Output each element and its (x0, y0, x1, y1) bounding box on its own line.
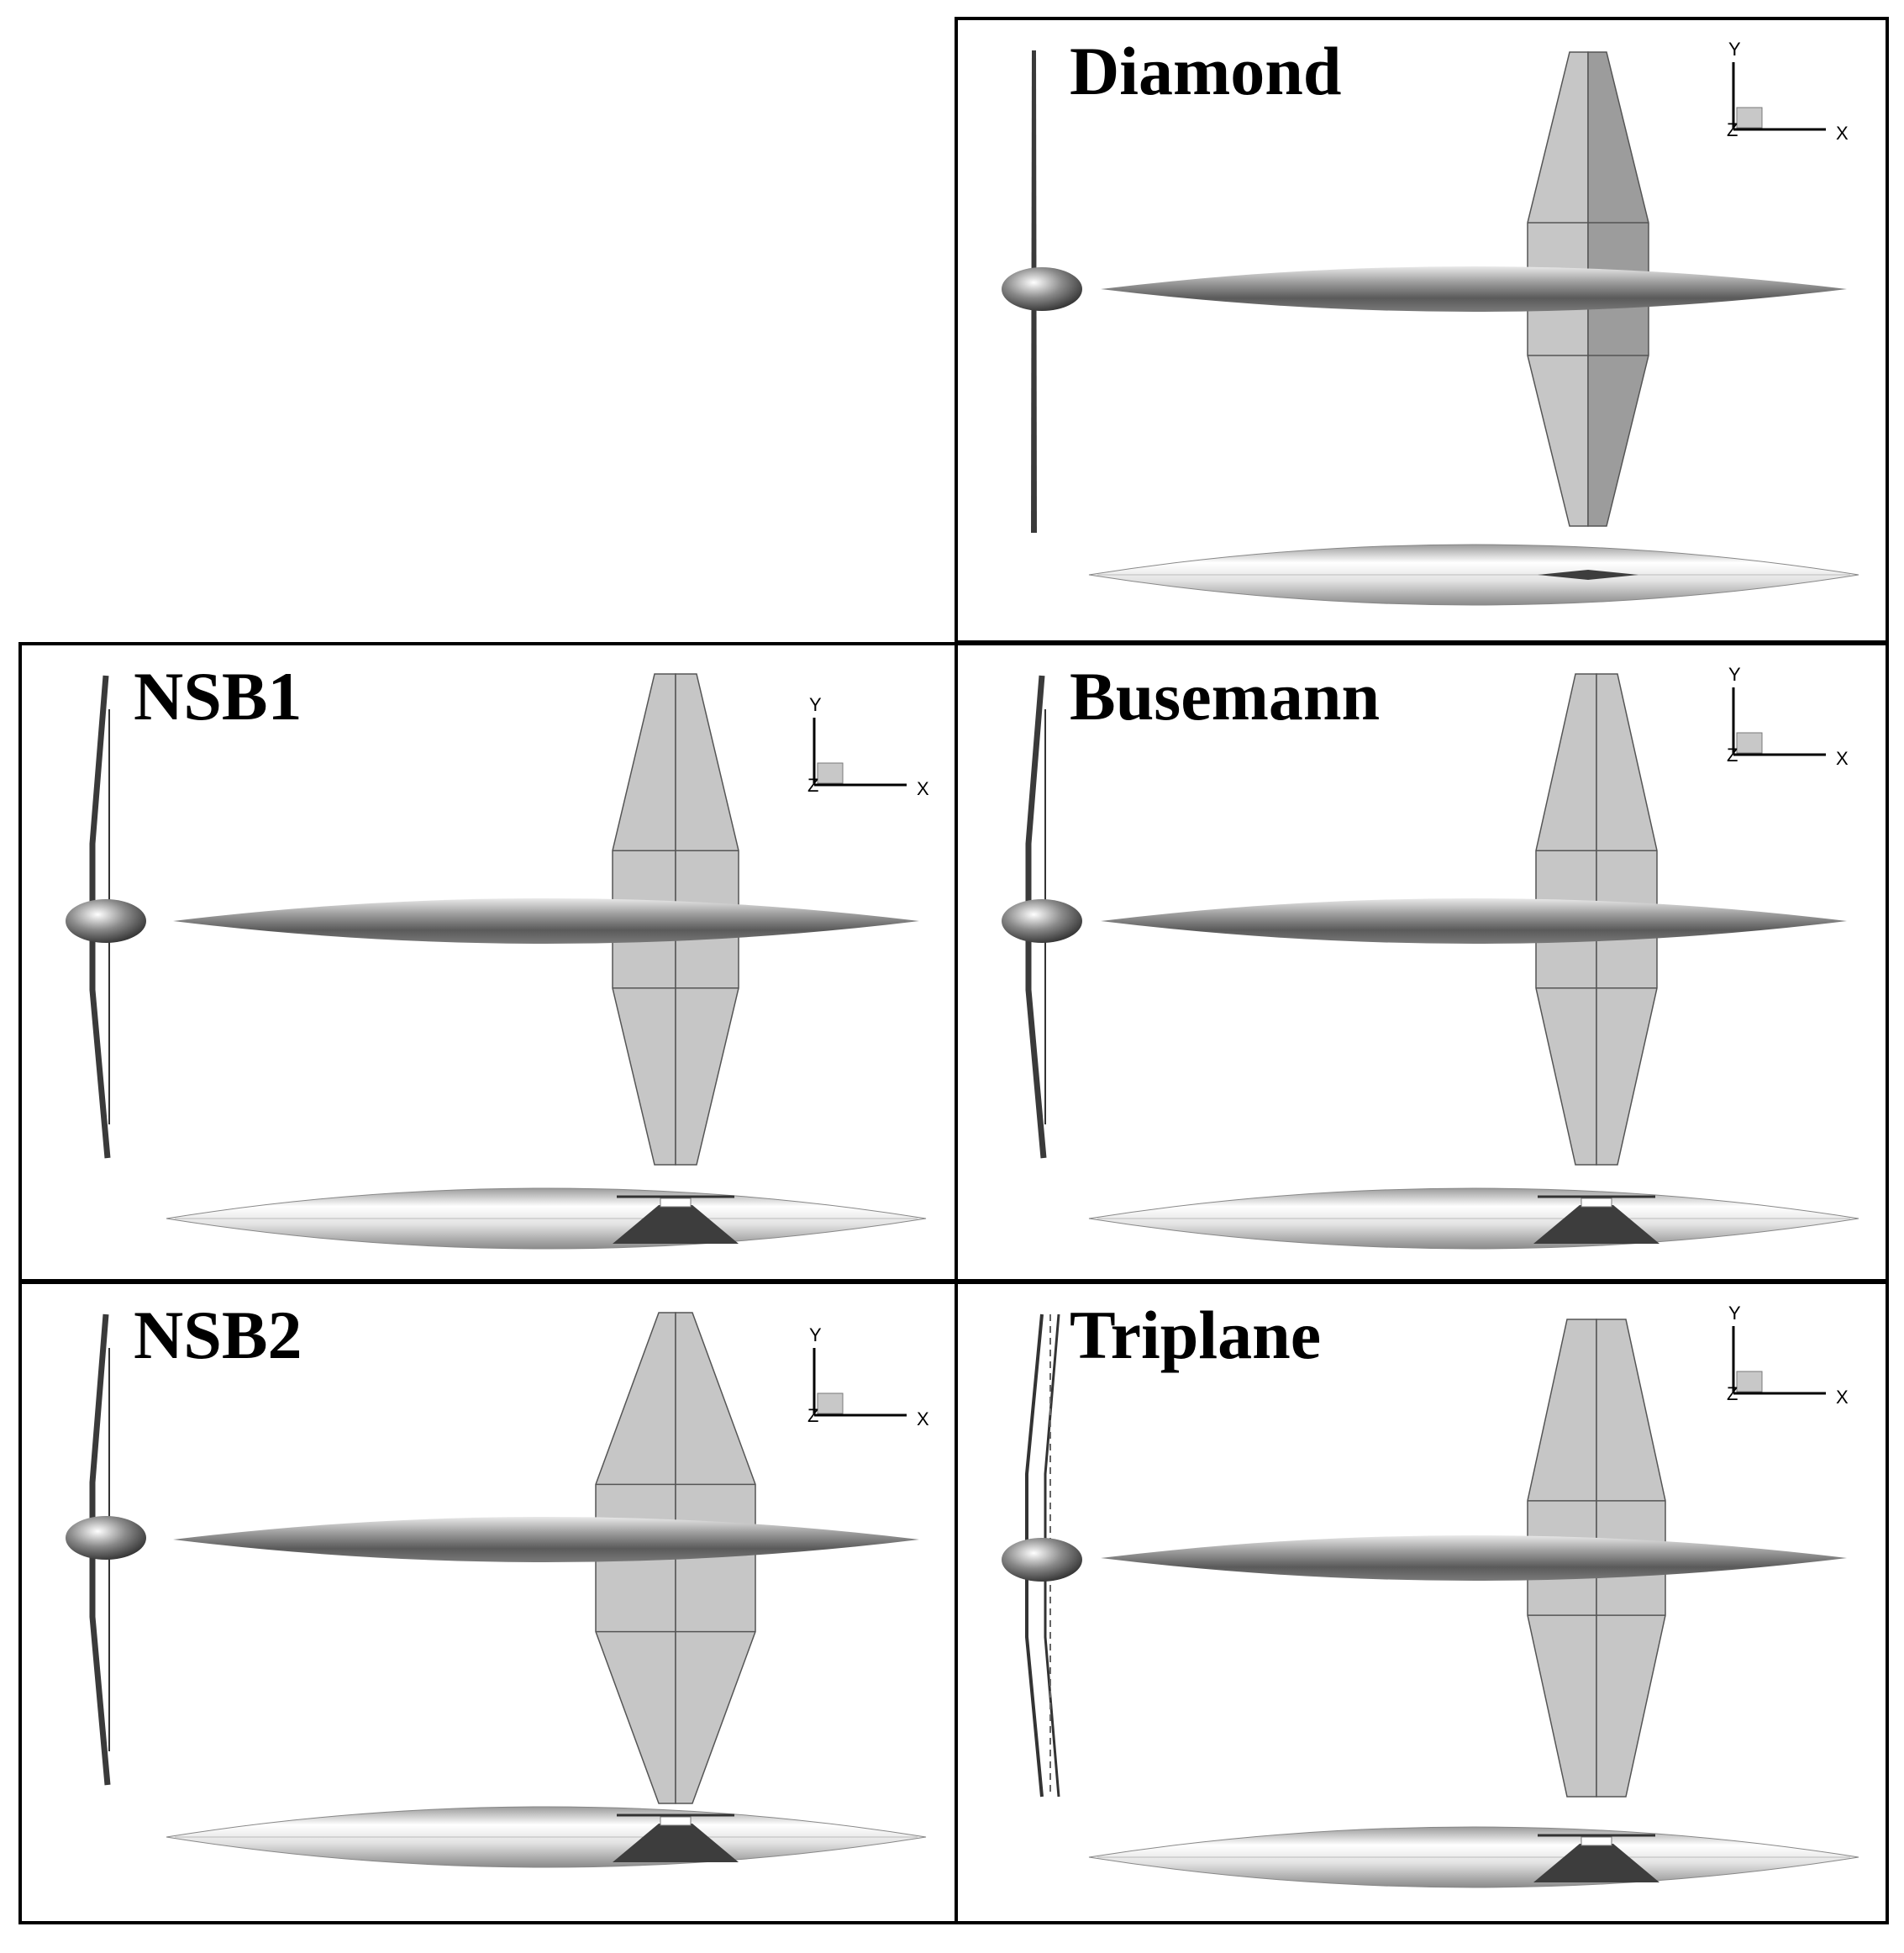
x-axis-label: X (1836, 123, 1849, 144)
panel-busemann: Busemann Y X Z (1002, 658, 1859, 1250)
panel-title: Triplane (1070, 1297, 1321, 1373)
panel-triplane: Triplane Y X Z (1002, 1297, 1859, 1888)
side-wing-throat (660, 1198, 692, 1208)
side-view (1088, 1826, 1859, 1888)
front-fuselage (1002, 899, 1082, 943)
axis-triad: Y X Z (1727, 1303, 1849, 1408)
z-axis-label: Z (1727, 745, 1738, 766)
top-view-fuselage (173, 898, 919, 944)
front-view (66, 675, 146, 1159)
frame-nsb1 (18, 642, 958, 1282)
side-view (166, 1187, 927, 1250)
front-fuselage (66, 899, 146, 943)
front-view (1002, 1313, 1082, 1798)
z-axis-label: Z (807, 1405, 818, 1426)
y-axis-label: Y (1728, 664, 1741, 685)
side-view (166, 1806, 927, 1868)
y-axis-label: Y (809, 1324, 822, 1345)
top-view-fuselage (1101, 898, 1847, 944)
panel-title: Diamond (1070, 33, 1342, 109)
z-axis-label: Z (1727, 119, 1738, 140)
side-view (1088, 1187, 1859, 1250)
top-view-fuselage (173, 1517, 919, 1562)
top-view-fuselage (1101, 1535, 1847, 1581)
side-wing-wedge (613, 1824, 739, 1862)
y-axis-label: Y (1728, 39, 1741, 60)
front-fuselage (66, 1516, 146, 1560)
z-axis-box (1736, 107, 1763, 129)
x-axis-label: X (1836, 748, 1849, 769)
z-axis-box (817, 1392, 844, 1414)
x-axis-label: X (917, 1408, 929, 1429)
panel-nsb1: NSB1 Y X Z (66, 658, 929, 1250)
side-wing-wedge (1533, 1844, 1659, 1882)
panel-title: Busemann (1070, 658, 1380, 734)
side-wing-section (1538, 570, 1638, 580)
x-axis-label: X (917, 778, 929, 799)
front-view (66, 1313, 146, 1786)
panel-title: NSB2 (134, 1297, 302, 1373)
axis-triad: Y X Z (807, 694, 929, 799)
axis-triad: Y X Z (1727, 664, 1849, 769)
z-axis-box (817, 762, 844, 784)
y-axis-label: Y (809, 694, 822, 715)
x-axis-label: X (1836, 1387, 1849, 1408)
front-fuselage (1002, 267, 1082, 311)
panel-nsb2: NSB2 Y X Z (66, 1297, 929, 1868)
side-wing-throat (660, 1816, 692, 1826)
y-axis-label: Y (1728, 1303, 1741, 1324)
axis-triad: Y X Z (1727, 39, 1849, 144)
panel-title: NSB1 (134, 658, 302, 734)
panel-diamond: Diamond Y X Z (1002, 33, 1859, 606)
side-view (1088, 544, 1859, 606)
side-wing-throat (1581, 1198, 1612, 1208)
z-axis-label: Z (1727, 1383, 1738, 1404)
frame-triplane (955, 1281, 1889, 1924)
side-wing-wedge (613, 1205, 739, 1244)
z-axis-box (1736, 1371, 1763, 1392)
z-axis-box (1736, 732, 1763, 754)
front-fuselage (1002, 1538, 1082, 1582)
panel-frames (18, 17, 1889, 1924)
side-wing-throat (1581, 1836, 1612, 1846)
front-view (1002, 675, 1082, 1159)
axis-triad: Y X Z (807, 1324, 929, 1429)
front-view (1002, 50, 1082, 533)
z-axis-label: Z (807, 775, 818, 796)
side-wing-wedge (1533, 1205, 1659, 1244)
top-view-fuselage (1101, 266, 1847, 312)
